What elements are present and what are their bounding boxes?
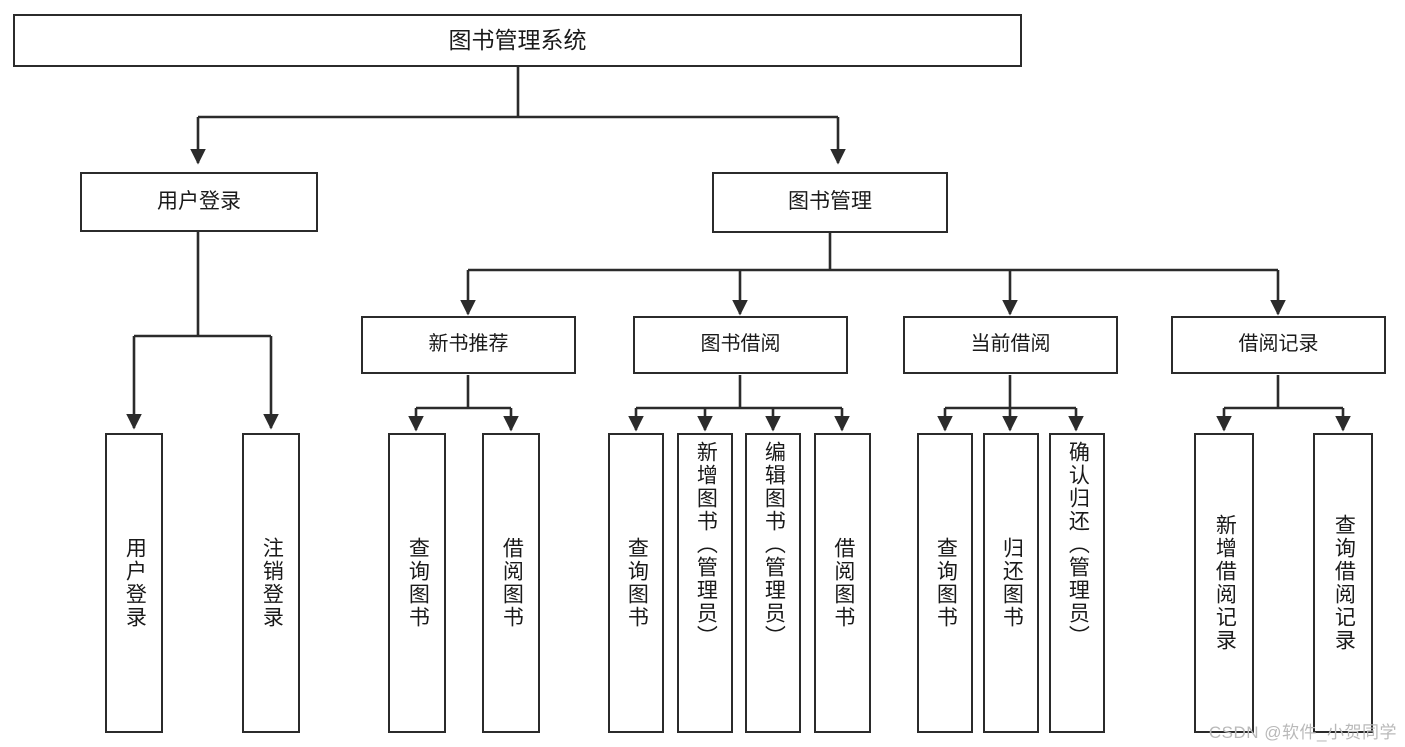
node-book-management-label: 图书管理 — [788, 190, 872, 214]
leaf-record-query-record[interactable]: 查询借阅记录 — [1313, 433, 1373, 733]
leaf-user-login-logout-label: 注销登录 — [260, 537, 284, 629]
leaf-borrow-add-book[interactable]: 新增图书（管理员） — [677, 433, 733, 733]
node-book-borrow-label: 图书借阅 — [700, 333, 781, 356]
node-new-book-recommend[interactable]: 新书推荐 — [361, 316, 576, 374]
leaf-recommend-borrow-book-label: 借阅图书 — [500, 537, 524, 629]
leaf-user-login-logout[interactable]: 注销登录 — [242, 433, 300, 733]
csdn-watermark: CSDN @软件_小贺同学 — [1208, 723, 1397, 742]
leaf-record-add-record[interactable]: 新增借阅记录 — [1194, 433, 1254, 733]
leaf-current-query-book[interactable]: 查询图书 — [917, 433, 973, 733]
node-borrow-record[interactable]: 借阅记录 — [1171, 316, 1386, 374]
node-root-system[interactable]: 图书管理系统 — [13, 14, 1022, 67]
node-new-book-recommend-label: 新书推荐 — [428, 333, 509, 356]
node-book-borrow[interactable]: 图书借阅 — [633, 316, 848, 374]
node-user-login[interactable]: 用户登录 — [80, 172, 318, 232]
leaf-borrow-query-book-label: 查询图书 — [625, 537, 649, 629]
leaf-current-confirm-return-label: 确认归还（管理员） — [1066, 441, 1090, 648]
leaf-user-login-login[interactable]: 用户登录 — [105, 433, 163, 733]
leaf-record-add-record-label: 新增借阅记录 — [1213, 514, 1237, 652]
node-book-management[interactable]: 图书管理 — [712, 172, 948, 233]
leaf-recommend-query-book[interactable]: 查询图书 — [388, 433, 446, 733]
leaf-current-query-book-label: 查询图书 — [934, 537, 958, 629]
leaf-current-return-book-label: 归还图书 — [1000, 537, 1024, 629]
node-current-borrow[interactable]: 当前借阅 — [903, 316, 1118, 374]
leaf-borrow-borrow-book-label: 借阅图书 — [831, 537, 855, 629]
leaf-borrow-query-book[interactable]: 查询图书 — [608, 433, 664, 733]
leaf-recommend-borrow-book[interactable]: 借阅图书 — [482, 433, 540, 733]
leaf-borrow-add-book-label: 新增图书（管理员） — [694, 441, 718, 648]
leaf-user-login-login-label: 用户登录 — [123, 537, 147, 629]
node-user-login-label: 用户登录 — [157, 189, 241, 213]
leaf-current-confirm-return[interactable]: 确认归还（管理员） — [1049, 433, 1105, 733]
leaf-borrow-borrow-book[interactable]: 借阅图书 — [814, 433, 871, 733]
leaf-borrow-edit-book-label: 编辑图书（管理员） — [762, 441, 786, 648]
node-current-borrow-label: 当前借阅 — [970, 333, 1051, 356]
node-root-system-label: 图书管理系统 — [448, 26, 587, 53]
leaf-borrow-edit-book[interactable]: 编辑图书（管理员） — [745, 433, 801, 733]
leaf-record-query-record-label: 查询借阅记录 — [1332, 514, 1356, 652]
node-borrow-record-label: 借阅记录 — [1238, 333, 1319, 356]
leaf-current-return-book[interactable]: 归还图书 — [983, 433, 1039, 733]
leaf-recommend-query-book-label: 查询图书 — [406, 537, 430, 629]
